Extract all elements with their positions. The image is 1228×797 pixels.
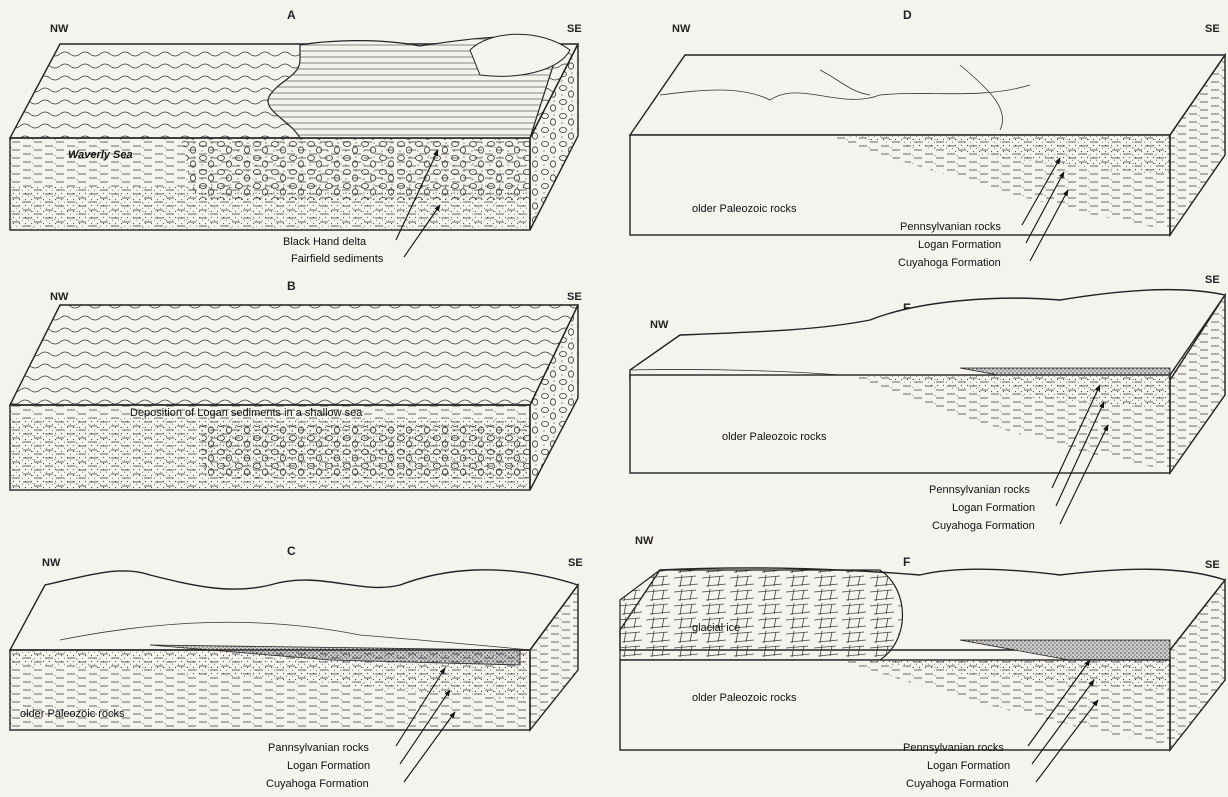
panel-c-se: SE	[568, 557, 583, 569]
panel-e-callout-3: Cuyahoga Formation	[932, 520, 1035, 532]
panel-d-letter: D	[903, 8, 912, 22]
panel-d-land-surface	[630, 55, 1225, 135]
panel-f-base-label: older Paleozoic rocks	[692, 692, 797, 704]
panel-d-se: SE	[1205, 23, 1220, 35]
panel-a-callout-2: Fairfield sediments	[291, 253, 384, 265]
panel-d-base-label: older Paleozoic rocks	[692, 203, 797, 215]
panel-e-base-label: older Paleozoic rocks	[722, 431, 827, 443]
panel-f-callout-1: Pennsylvanian rocks	[903, 742, 1004, 754]
panel-a: A NW SE Waverly Sea Black Hand delta Fai…	[10, 8, 582, 265]
panel-c-callout-2: Logan Formation	[287, 760, 370, 772]
panel-f-glacial-ice	[620, 570, 903, 660]
panel-d-callout-1: Pennsylvanian rocks	[900, 221, 1001, 233]
panel-b-caption: Deposition of Logan sediments in a shall…	[130, 407, 363, 419]
panel-b-sea-surface	[10, 305, 578, 405]
panel-d-callout-3: Cuyahoga Formation	[898, 257, 1001, 269]
panel-a-se: SE	[567, 23, 582, 35]
panel-b-nw: NW	[50, 291, 69, 303]
panel-a-letter: A	[287, 8, 296, 22]
panel-f-callout-2: Logan Formation	[927, 760, 1010, 772]
panel-a-sea-label: Waverly Sea	[68, 149, 133, 161]
panel-c-callout-3: Cuyahoga Formation	[266, 778, 369, 790]
panel-e: E NW SE older Paleozoic rocks Pennsylvan…	[630, 274, 1225, 532]
panel-c-letter: C	[287, 544, 296, 558]
panel-a-callout-1: Black Hand delta	[283, 236, 367, 248]
panel-e-nw: NW	[650, 319, 669, 331]
panel-f-letter: F	[903, 555, 910, 569]
panel-e-land-surface	[630, 290, 1225, 380]
panel-c-callout-1: Pannsylvanian rocks	[268, 742, 369, 754]
panel-d-nw: NW	[672, 23, 691, 35]
panel-d: D NW SE older Paleozoic rocks Pennsylvan…	[630, 8, 1225, 269]
panel-e-callout-2: Logan Formation	[952, 502, 1035, 514]
panel-e-se: SE	[1205, 274, 1220, 286]
panel-f-callout-3: Cuyahoga Formation	[906, 778, 1009, 790]
panel-f: F NW SE glacial ice older Paleozoic rock…	[620, 535, 1225, 790]
panel-a-nw: NW	[50, 23, 69, 35]
panel-f-nw: NW	[635, 535, 654, 547]
panel-e-callout-1: Pennsylvanian rocks	[929, 484, 1030, 496]
panel-b-se: SE	[567, 291, 582, 303]
panel-f-se: SE	[1205, 559, 1220, 571]
panel-d-callout-2: Logan Formation	[918, 239, 1001, 251]
panel-b-letter: B	[287, 279, 296, 293]
panel-b: B NW SE Deposition of Logan sediments in…	[10, 279, 582, 490]
panel-c-land-surface	[10, 570, 578, 650]
panel-f-ice-label: glacial ice	[692, 622, 740, 634]
panel-c-nw: NW	[42, 557, 61, 569]
panel-c: C NW SE older Paleozoic rocks Pannsylvan…	[10, 544, 583, 790]
panel-c-base-label: older Paleozoic rocks	[20, 708, 125, 720]
